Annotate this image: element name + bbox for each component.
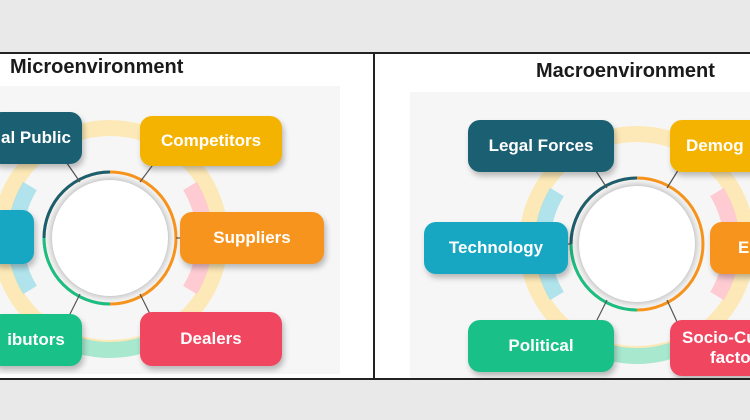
micro-box-dealers: Dealers bbox=[140, 312, 282, 366]
macro-label-economic: E bbox=[738, 238, 750, 258]
macro-label-legal-forces: Legal Forces bbox=[488, 136, 594, 156]
micro-label-general-public: al Public bbox=[1, 128, 71, 148]
macro-label-demographic: Demog bbox=[686, 136, 744, 156]
macro-title: Macroenvironment bbox=[536, 60, 715, 82]
macro-label-socio-cultural-1: Socio-Cu bbox=[682, 328, 750, 348]
macro-box-socio-cultural: Socio-Cu facto bbox=[670, 320, 750, 376]
macro-label-socio-cultural-2: facto bbox=[710, 348, 750, 367]
macro-box-demographic: Demog bbox=[670, 120, 750, 172]
macro-canvas: Legal Forces Demog Technology E Politica… bbox=[410, 92, 750, 378]
macro-box-political: Political bbox=[468, 320, 614, 372]
macro-label-technology: Technology bbox=[448, 238, 544, 258]
macro-box-economic: E bbox=[710, 222, 750, 274]
micro-label-dealers: Dealers bbox=[180, 329, 242, 349]
diagram-frame: Microenvironment al Public Competitors bbox=[0, 52, 750, 380]
macro-label-political: Political bbox=[508, 336, 574, 356]
macro-center-circle bbox=[579, 186, 695, 302]
micro-box-general-public: al Public bbox=[0, 112, 82, 164]
macro-box-technology: Technology bbox=[424, 222, 568, 274]
micro-box-suppliers: Suppliers bbox=[180, 212, 324, 264]
micro-box-competitors: Competitors bbox=[140, 116, 282, 166]
panel-divider bbox=[373, 54, 375, 378]
micro-box-distributors: ibutors bbox=[0, 314, 82, 366]
micro-center-circle bbox=[52, 180, 168, 296]
micro-label-distributors: ibutors bbox=[7, 330, 65, 350]
micro-label-competitors: Competitors bbox=[160, 131, 262, 151]
micro-label-suppliers: Suppliers bbox=[213, 228, 291, 248]
micro-canvas: al Public Competitors Suppliers ibutors … bbox=[0, 86, 340, 374]
macro-box-legal-forces: Legal Forces bbox=[468, 120, 614, 172]
micro-title: Microenvironment bbox=[10, 56, 184, 78]
micro-box-customers bbox=[0, 210, 34, 264]
